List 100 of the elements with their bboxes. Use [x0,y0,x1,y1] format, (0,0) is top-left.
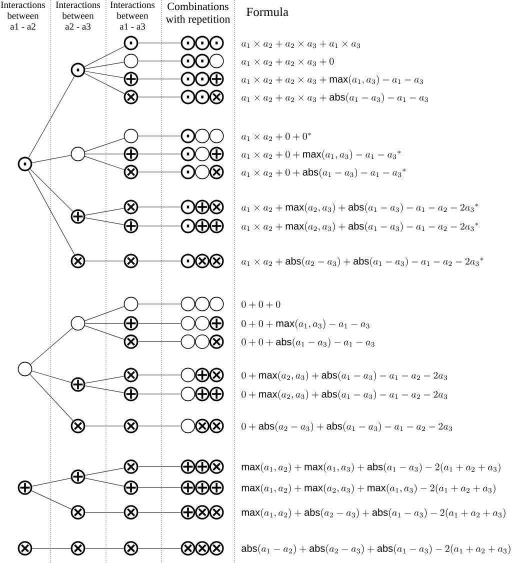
connector-line [138,96,181,98]
column-header: Combinations with repetition [166,2,230,26]
connector-line [85,260,124,262]
circled-symbol: ⊙ [180,128,196,144]
connector-line [138,42,181,44]
formula: $0 + 0 + 0$ [242,300,280,308]
empty-circle [124,128,138,144]
formula: $a_1 \times a_2 + a_2 \times a_3 + 0$ [242,58,334,66]
circled-symbol: ⊗ [70,541,86,556]
connector-line [30,168,74,212]
connector-line [138,60,181,62]
empty-circle [124,54,138,68]
circled-symbol: ⊙ [70,62,86,78]
circled-symbol: ⊗ [209,505,224,520]
connector-line [138,466,181,467]
formula: $a_1 \times a_2 + \mathsf{max}(a_2, a_3) + \mathsf{abs}(a_1 - a_3) - a_1 - a_2 - 2a_3{}^{*}$ [242,222,478,232]
circled-symbol: ⊗ [209,164,224,180]
circled-symbol: ⊗ [124,200,138,214]
connector-line [31,490,72,510]
circled-symbol: ⊙ [195,72,210,86]
circled-symbol: ⊕ [209,72,224,86]
connector-line [138,206,181,208]
connector-line [138,341,182,342]
circled-symbol: ⊗ [70,418,86,434]
circled-symbol: ⊕ [124,218,138,234]
connector-line [84,138,124,152]
connector-line [32,548,71,549]
circled-symbol: ⊕ [124,146,138,162]
formula: $0 + \mathsf{max}(a_2, a_3) + \mathsf{abs}(a_1 - a_3) - a_1 - a_2 - 2a_3$ [242,371,448,381]
empty-circle [195,128,210,144]
circled-symbol: ⊕ [180,505,196,520]
circled-symbol: ⊙ [195,54,210,68]
formula: $a_1 \times a_2 + \mathsf{max}(a_2, a_3) + \mathsf{abs}(a_1 - a_3) - a_1 - a_2 - 2a_3{}^{*}$ [242,203,478,214]
circled-symbol: ⊗ [124,254,138,268]
connector-line [84,306,125,322]
circled-symbol: ⊗ [124,541,138,556]
empty-circle [195,316,210,330]
connector-line [138,323,182,324]
connector-line [84,208,124,216]
circled-symbol: ⊗ [124,418,138,434]
circled-symbol: ⊙ [180,200,196,214]
connector-line [28,170,75,255]
connector-line [30,374,74,421]
formula: $a_1 \times a_2 + 0 + \mathsf{abs}(a_1 - a_3) - a_1 - a_3{}^{*}$ [242,168,406,178]
formula: $0 + 0 + \mathsf{max}(a_1, a_3) - a_1 - a_3$ [242,319,370,330]
circled-symbol: ⊗ [209,90,224,104]
formula: $0 + \mathsf{abs}(a_2 - a_3) + \mathsf{abs}(a_1 - a_3) - a_1 - a_2 - 2a_3$ [242,422,452,432]
circled-symbol: ⊕ [180,480,196,495]
empty-circle [70,146,86,162]
empty-circle [180,316,196,330]
connector-line [32,478,72,486]
circled-symbol: ⊕ [209,316,224,331]
empty-circle [70,316,86,330]
connector-line [84,478,124,486]
formula: $a_1 \times a_2 + a_2 \times a_3 + \mathsf{max}(a_1, a_3) - a_1 - a_3$ [242,75,423,86]
empty-circle [124,296,138,312]
circled-symbol: ⊕ [18,480,32,495]
circled-symbol: ⊗ [124,368,138,382]
empty-circle [180,296,196,312]
circled-symbol: ⊗ [70,505,86,520]
empty-circle [195,296,210,312]
circled-symbol: ⊗ [195,254,210,268]
circled-symbol: ⊕ [124,316,138,331]
circled-symbol: ⊗ [209,418,224,434]
formula: $0 + \mathsf{max}(a_2, a_3) + \mathsf{abs}(a_1 - a_3) - a_1 - a_2 - 2a_3$ [242,390,448,400]
column-header: Interactions between a1 - a2 [0,2,46,30]
formula: $\mathsf{max}(a_1, a_2) + \mathsf{max}(a_1, a_3) + \mathsf{abs}(a_1 - a_3) - 2(a_1 + a_2 + a_3)$ [242,462,500,473]
formula: $a_1 \times a_2 + 0 + 0{}^{*}$ [242,132,311,141]
empty-circle [18,362,32,376]
circled-symbol: ⊗ [209,334,224,349]
formula: $\mathsf{abs}(a_1 - a_2) + \mathsf{abs}(a_2 - a_3) + \mathsf{abs}(a_1 - a_3) - 2(a_1 + a_2 + a_3)$ [242,544,510,554]
circled-symbol: ⊗ [209,541,224,556]
empty-circle [209,296,224,312]
empty-circle [180,418,196,434]
empty-circle [180,386,196,402]
circled-symbol: ⊕ [180,459,196,474]
circled-symbol: ⊗ [209,459,224,474]
empty-circle [195,334,210,349]
circled-symbol: ⊗ [209,200,224,214]
circled-symbol: ⊙ [124,36,138,50]
circled-symbol: ⊕ [209,218,224,234]
connector-line [84,73,125,94]
circled-symbol: ⊕ [195,480,210,495]
circled-symbol: ⊗ [70,254,86,268]
circled-symbol: ⊕ [195,459,210,474]
connector-line [84,468,124,476]
connector-line [138,78,181,80]
connector-line [32,370,72,383]
connector-line [138,374,182,376]
circled-symbol: ⊗ [195,541,210,556]
connector-line [84,70,124,78]
circled-symbol: ⊗ [124,90,138,104]
connector-line [138,260,181,262]
circled-symbol: ⊙ [180,54,196,68]
circled-symbol: ⊙ [180,164,196,180]
circled-symbol: ⊕ [70,209,86,224]
circled-symbol: ⊕ [70,469,86,484]
circled-symbol: ⊗ [180,541,196,556]
circled-symbol: ⊙ [209,36,224,50]
circled-symbol: ⊕ [195,368,210,382]
